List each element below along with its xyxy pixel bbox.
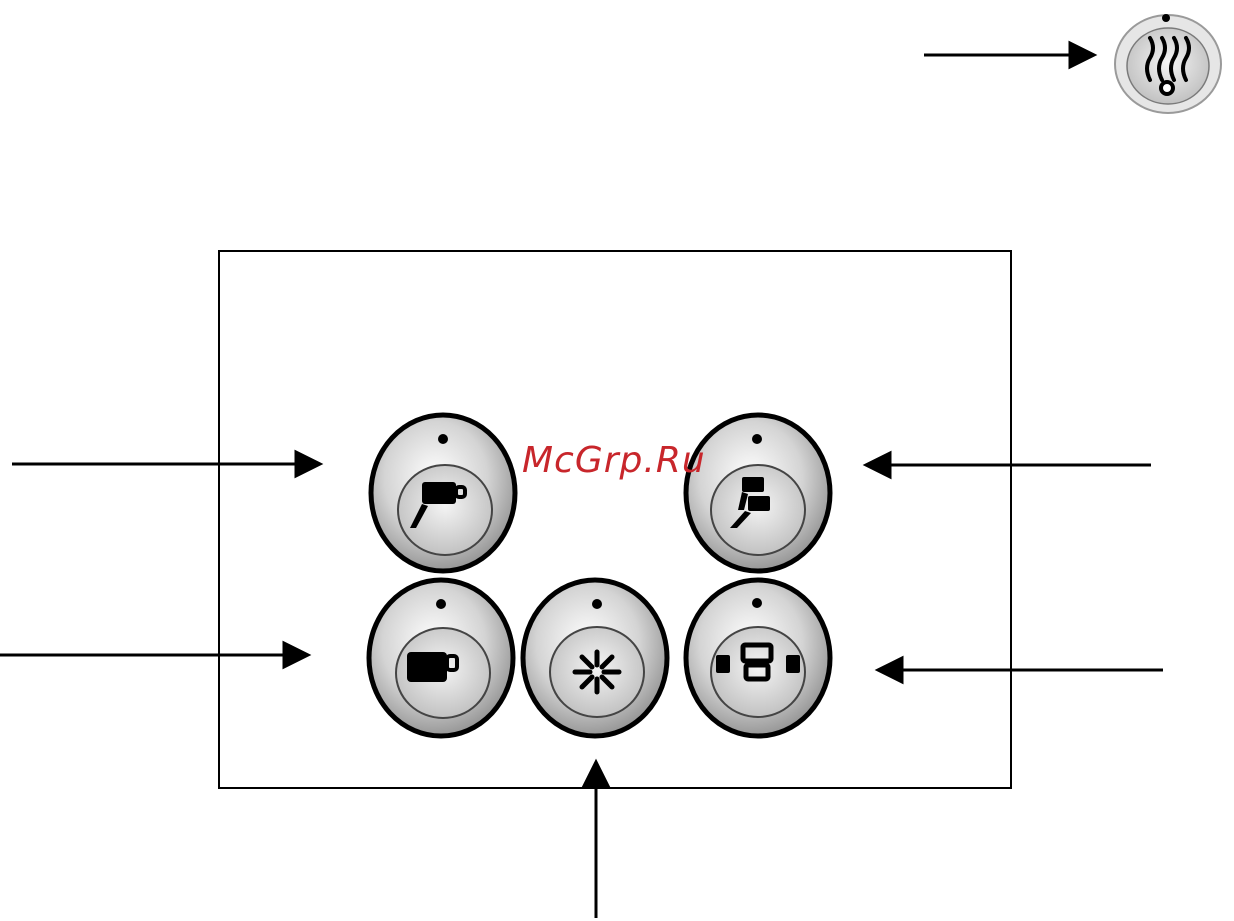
single-cup-indicator-light bbox=[438, 434, 448, 444]
large-cup-button[interactable] bbox=[369, 580, 513, 736]
double-espresso-indicator-light bbox=[752, 598, 762, 608]
start-stop-indicator-light bbox=[592, 599, 602, 609]
double-cup-button[interactable] bbox=[686, 415, 830, 571]
arrow-to-start-stop-button bbox=[584, 762, 608, 918]
steam-indicator-light bbox=[1162, 14, 1170, 22]
steam-button[interactable] bbox=[1115, 14, 1221, 113]
arrow-to-steam-button bbox=[924, 43, 1094, 67]
arrow-to-large-cup-button bbox=[0, 643, 308, 667]
single-cup-button[interactable] bbox=[371, 415, 515, 571]
arrow-to-double-espresso-button bbox=[878, 658, 1163, 682]
large-cup-indicator-light bbox=[436, 599, 446, 609]
start-stop-button[interactable] bbox=[523, 580, 667, 736]
arrow-to-single-cup-button bbox=[12, 452, 320, 476]
double-espresso-button[interactable] bbox=[686, 580, 830, 736]
watermark-text: McGrp.Ru bbox=[522, 440, 706, 481]
double-cup-indicator-light bbox=[752, 434, 762, 444]
arrow-to-double-cup-button bbox=[866, 453, 1151, 477]
